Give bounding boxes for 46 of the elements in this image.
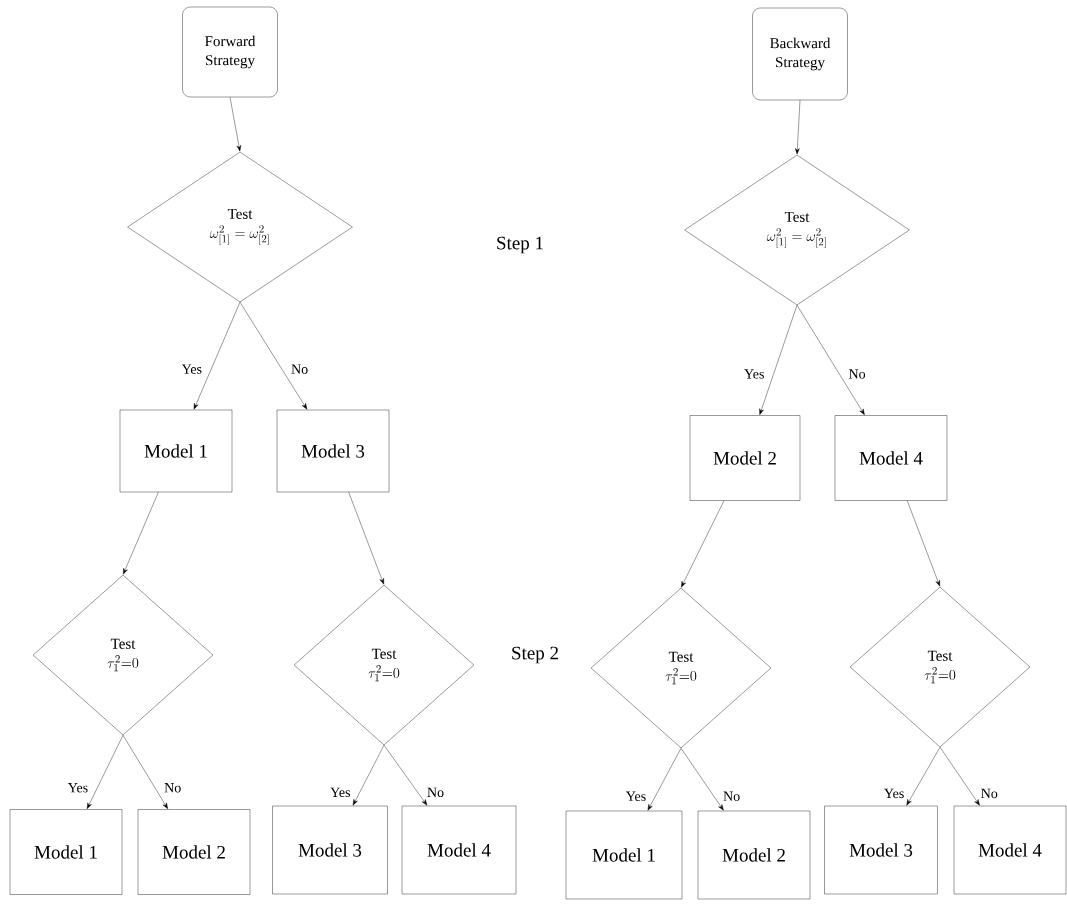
arrow <box>681 500 725 588</box>
arrow <box>348 492 384 585</box>
arrow <box>229 97 242 152</box>
arrow <box>193 302 241 410</box>
arrow <box>906 747 941 806</box>
model-box: Model 4 <box>953 805 1067 895</box>
arrow <box>647 748 682 811</box>
arrow <box>680 748 724 811</box>
start-box: Forward Strategy <box>182 6 278 98</box>
edge-label: Yes <box>882 787 906 800</box>
arrow <box>122 735 168 809</box>
arrow <box>239 302 308 410</box>
edge-label: No <box>979 787 999 800</box>
step-label: Step 2 <box>512 646 558 664</box>
model-box: Model 3 <box>272 805 388 895</box>
model-box: Model 3 <box>276 409 390 493</box>
arrow <box>123 492 159 575</box>
edge-label: No <box>847 368 867 380</box>
model-box: Model 1 <box>119 409 233 493</box>
edge-label: Yes <box>329 786 352 798</box>
edge-label: No <box>425 786 446 798</box>
arrow <box>796 305 865 415</box>
edge-label: Yes <box>624 790 648 802</box>
model-box: Model 2 <box>689 415 801 501</box>
edge-label: Yes <box>180 363 203 375</box>
edge-label: No <box>163 782 183 794</box>
step-label: Step 1 <box>497 236 543 254</box>
arrow <box>352 745 385 806</box>
edge-label: No <box>290 363 310 375</box>
arrow <box>759 305 798 415</box>
arrow <box>939 747 980 806</box>
model-box: Model 4 <box>401 805 517 895</box>
model-box: Model 2 <box>137 809 251 895</box>
model-box: Model 2 <box>697 810 811 900</box>
arrow <box>86 735 124 809</box>
arrow <box>383 745 428 806</box>
arrow <box>907 500 940 587</box>
edge-label: Yes <box>66 782 90 794</box>
model-box: Model 4 <box>834 415 948 501</box>
model-box: Model 1 <box>9 809 123 895</box>
start-box: Backward Strategy <box>752 7 848 101</box>
edge-label: Yes <box>743 368 766 380</box>
arrow <box>795 100 801 155</box>
model-box: Model 1 <box>565 810 683 900</box>
model-box: Model 3 <box>824 805 938 895</box>
edge-label: No <box>722 790 742 802</box>
